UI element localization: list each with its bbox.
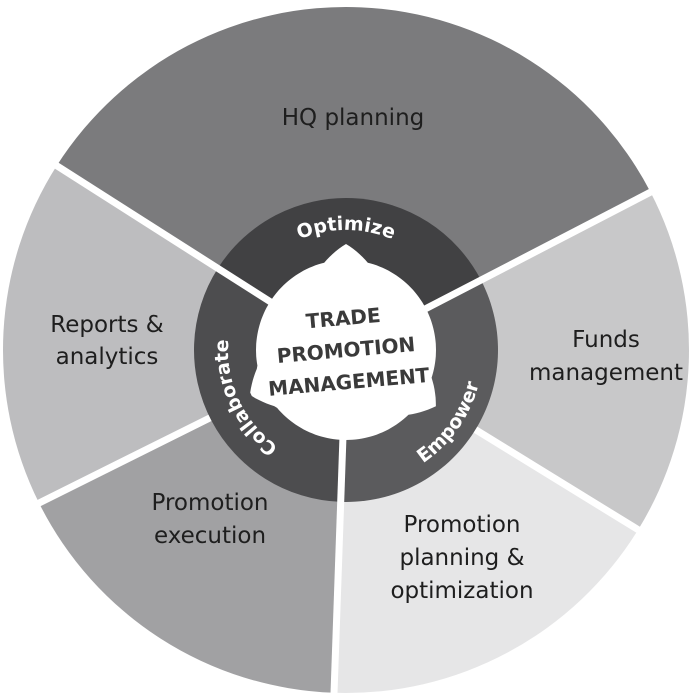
segment-divider [330, 437, 347, 696]
segment-reports-analytics [2, 165, 346, 504]
segment-label-hq-planning: HQ planning [282, 105, 425, 131]
segment-label-funds: Funds [572, 327, 640, 353]
segment-label-reports: Reports & [50, 312, 164, 338]
segment-label-promo-execution: Promotion [151, 490, 268, 516]
segment-label-funds: management [529, 360, 683, 386]
segment-divider [34, 414, 212, 508]
segment-divider [473, 426, 643, 535]
center-hub [250, 244, 436, 440]
segment-label-reports: analytics [56, 344, 159, 370]
segment-funds-management [346, 192, 690, 530]
segment-divider [422, 187, 655, 313]
segment-label-promo-planning: planning & [399, 545, 524, 571]
segment-label-promo-planning: optimization [390, 578, 533, 604]
segment-divider [52, 161, 274, 306]
segment-label-promo-planning: Promotion [403, 512, 520, 538]
segment-hq-planning [56, 6, 651, 350]
segment-label-promo-execution: execution [154, 523, 266, 549]
